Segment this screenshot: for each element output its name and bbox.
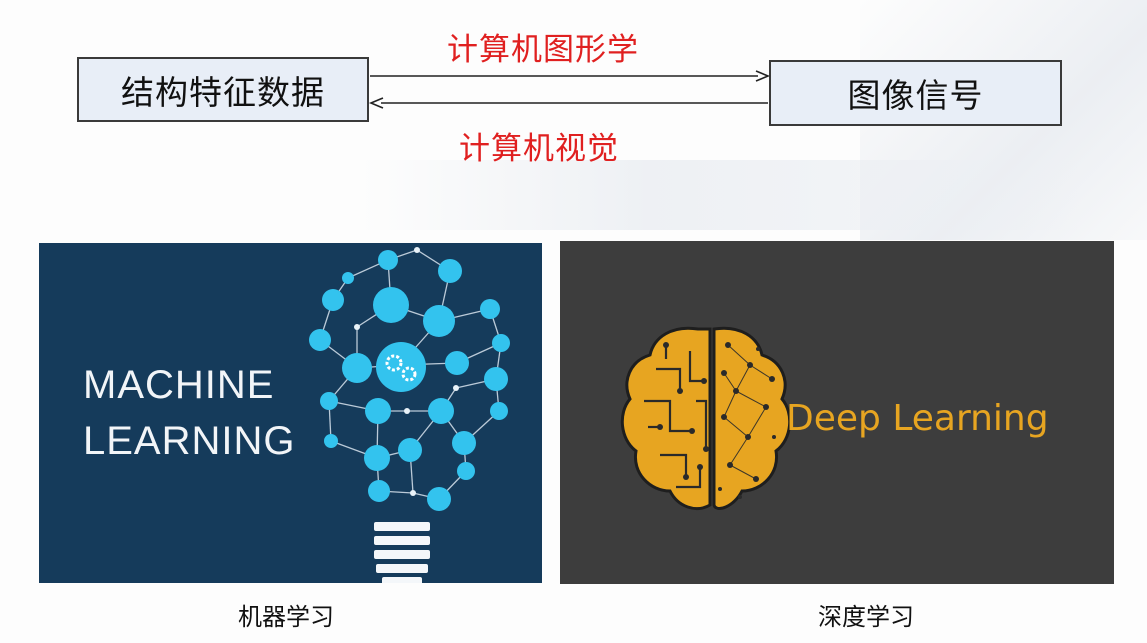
structured-data-box: 结构特征数据 xyxy=(77,57,369,122)
arrow-to-image-signal xyxy=(370,70,771,82)
image-signal-box: 图像信号 xyxy=(769,60,1062,126)
structured-data-label: 结构特征数据 xyxy=(121,72,325,112)
computer-graphics-label: 计算机图形学 xyxy=(447,32,639,68)
deep-learning-caption: 深度学习 xyxy=(818,603,914,631)
gear-icon xyxy=(376,342,426,392)
deep-learning-title: Deep Learning xyxy=(786,398,1049,439)
lightbulb-network-icon xyxy=(309,247,510,583)
deep-learning-image: Deep Learning xyxy=(560,241,1114,584)
image-signal-label: 图像信号 xyxy=(847,76,984,115)
machine-learning-caption: 机器学习 xyxy=(238,603,334,631)
bulb-base xyxy=(374,522,430,583)
arrow-to-structured-data xyxy=(368,97,768,109)
brain-icon xyxy=(620,326,792,510)
background-shading-band xyxy=(360,160,1080,230)
machine-learning-title-line2: LEARNING xyxy=(83,419,296,463)
machine-learning-image: MACHINE LEARNING xyxy=(39,243,542,583)
computer-vision-label: 计算机视觉 xyxy=(459,131,619,167)
machine-learning-title-line1: MACHINE xyxy=(83,363,275,407)
